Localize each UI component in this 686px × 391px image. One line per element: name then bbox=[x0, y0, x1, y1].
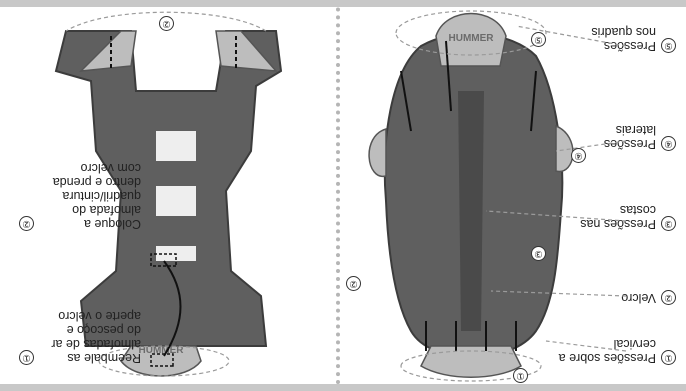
figure-marker-r2: ② bbox=[159, 16, 174, 31]
head-pad-logo: HUMMER bbox=[449, 33, 495, 44]
figure-marker-5: ⑤ bbox=[531, 32, 546, 47]
cutout-3 bbox=[156, 131, 196, 161]
center-strip bbox=[458, 91, 484, 331]
figure-marker-4: ④ bbox=[571, 148, 586, 163]
figure-marker-3: ③ bbox=[531, 246, 546, 261]
figure-marker-2: ② bbox=[346, 276, 361, 291]
right-step-2-text: Coloque a almofada do quadril/cintura de… bbox=[41, 161, 141, 231]
side-pad-right bbox=[369, 129, 386, 176]
right-step-1-text: Reembale as almofadas de ar do pescoço e… bbox=[41, 309, 141, 365]
figure-marker-1: ① bbox=[513, 368, 528, 383]
cutout-2 bbox=[156, 186, 196, 216]
step-marker-r2: ② bbox=[19, 216, 34, 231]
step-marker-r1: ① bbox=[19, 350, 34, 365]
seat-cushion-front-illustration: HUMMER bbox=[336, 0, 686, 391]
